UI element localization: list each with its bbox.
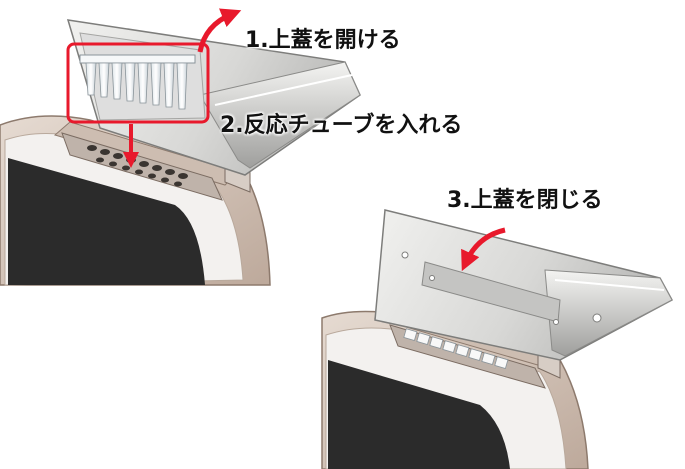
open-arrow: [197, 8, 242, 53]
lid-rail-highlight: [214, 74, 353, 106]
step-2-label: 2.反応チューブを入れる: [220, 113, 463, 138]
device-open: [0, 8, 361, 286]
lid-screws: [401, 251, 602, 325]
tube-highlight-box: [66, 42, 210, 124]
lid-rail-highlight-closed: [554, 279, 665, 291]
screen-closed: [328, 360, 510, 469]
step-1-label: 1.上蓋を開ける: [245, 28, 401, 53]
tube-wells-open: [87, 145, 188, 187]
seated-tubes: [403, 328, 509, 369]
close-arrow: [461, 227, 506, 272]
tube-strip: [79, 54, 196, 110]
device-closing: [321, 209, 674, 469]
screen-open: [8, 158, 205, 285]
step-3-label: 3.上蓋を閉じる: [447, 188, 603, 213]
lid-rail-open: [199, 61, 361, 169]
lid-rail-closed: [544, 269, 673, 357]
